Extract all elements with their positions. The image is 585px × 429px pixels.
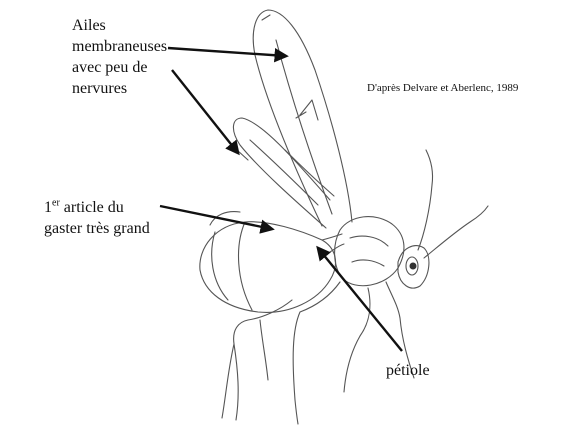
arrow-gaster: [160, 206, 272, 229]
wing-label-line4: nervures: [72, 78, 167, 99]
mid-leg: [293, 282, 340, 424]
gaster: [200, 222, 336, 313]
arrow-wing-lower: [172, 70, 238, 153]
front-wing: [253, 10, 352, 226]
petiole-stalk: [322, 234, 344, 252]
petiole-label: pétiole: [386, 360, 430, 381]
front-wing-veins: [262, 15, 334, 214]
wing-label-line3: avec peu de: [72, 57, 167, 78]
arrow-wing-upper: [168, 48, 286, 56]
gaster-label-line1: 1er article du: [44, 197, 150, 218]
thorax: [335, 217, 404, 286]
gaster-label-superscript: er: [52, 198, 60, 209]
gaster-label-line2: gaster très grand: [44, 218, 150, 239]
antenna-lower: [424, 206, 488, 258]
hind-leg-second-line: [222, 320, 268, 418]
antenna-upper: [418, 150, 433, 250]
source-credit: D'après Delvare et Aberlenc, 1989: [367, 82, 518, 94]
wing-label-line2: membraneuses: [72, 36, 167, 57]
gaster-label: 1er article du gaster très grand: [44, 197, 150, 239]
gaster-label-number: 1: [44, 199, 52, 216]
eye-pupil: [410, 263, 417, 270]
gaster-label-rest: article du: [60, 199, 124, 216]
hind-leg: [234, 300, 292, 420]
thorax-detail: [350, 236, 388, 266]
wing-label: Ailes membraneuses avec peu de nervures: [72, 15, 167, 99]
wing-label-line1: Ailes: [72, 15, 167, 36]
front-leg: [344, 288, 370, 392]
